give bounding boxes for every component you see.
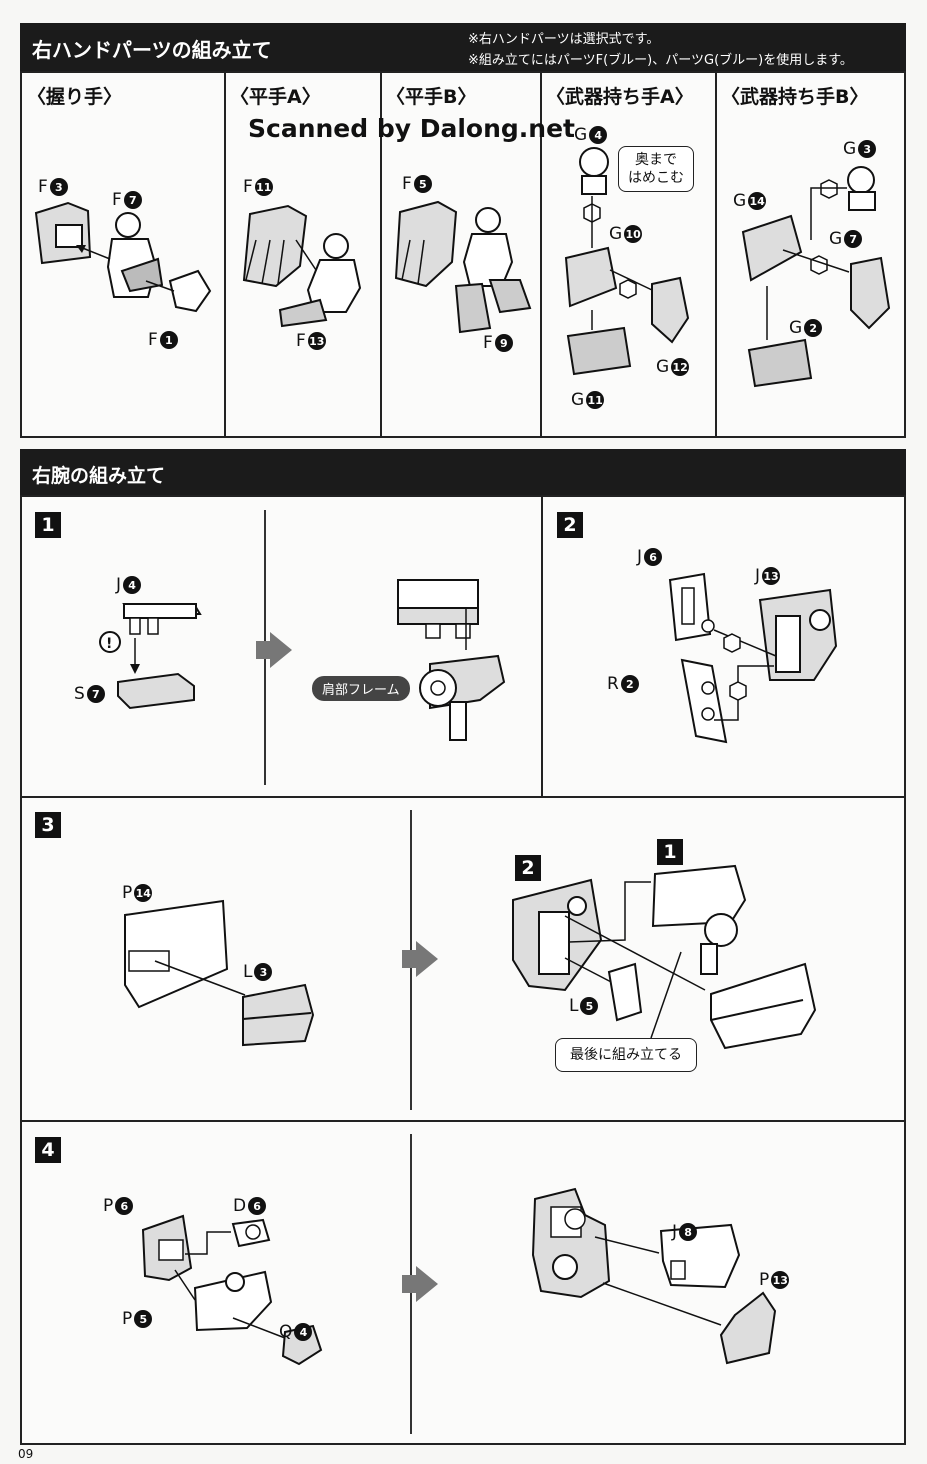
ref-step-1: 1 <box>657 839 683 865</box>
divider <box>380 71 382 438</box>
flow-arrow <box>416 941 438 977</box>
ref-step-2: 2 <box>515 855 541 881</box>
flow-arrow <box>270 632 292 668</box>
col-title-weapon-b: 〈武器持ち手B〉 <box>721 86 869 108</box>
shoulder-frame-illustration <box>397 579 506 741</box>
col-title-weapon-a: 〈武器持ち手A〉 <box>546 86 694 108</box>
flat-hand-a-illustration <box>242 204 362 328</box>
divider <box>224 71 226 438</box>
step3-right-illustration <box>512 864 817 1050</box>
divider <box>20 796 906 798</box>
step1-illustration: ! <box>99 603 202 710</box>
grip-hand-illustration <box>34 201 212 313</box>
step4-left-illustration <box>141 1214 323 1366</box>
page-number: 09 <box>18 1447 34 1461</box>
push-in-note: 奥まで はめこむ <box>618 146 694 192</box>
hand-parts-note-2: ※組み立てにはパーツF(ブルー)、パーツG(ブルー)を使用します。 <box>468 53 853 68</box>
flat-hand-b-illustration <box>394 200 532 334</box>
col-title-flat-b: 〈平手B〉 <box>386 86 477 108</box>
svg-text:!: ! <box>106 636 112 652</box>
assemble-last-note: 最後に組み立てる <box>555 1038 697 1072</box>
shoulder-frame-tag: 肩部フレーム <box>312 676 410 701</box>
col-title-flat-a: 〈平手A〉 <box>230 86 321 108</box>
weapon-hand-b-illustration <box>741 166 891 388</box>
flow-arrow <box>416 1266 438 1302</box>
flow-arrow <box>256 641 270 659</box>
step-number: 3 <box>35 812 61 838</box>
step4-right-illustration <box>531 1187 777 1365</box>
right-arm-header: 右腕の組み立て <box>20 449 906 495</box>
divider <box>715 71 717 438</box>
flow-arrow <box>402 1275 416 1293</box>
col-title-grip: 〈握り手〉 <box>27 86 123 108</box>
watermark: Scanned by Dalong.net <box>248 114 576 143</box>
hand-parts-note-1: ※右ハンドパーツは選択式です。 <box>468 32 660 47</box>
step3-left-illustration <box>124 899 315 1047</box>
flow-arrow <box>402 950 416 968</box>
hand-parts-title: 右ハンドパーツの組み立て <box>32 38 272 62</box>
step-number: 1 <box>35 512 61 538</box>
step-number: 2 <box>557 512 583 538</box>
divider <box>540 71 542 438</box>
divider <box>541 495 543 797</box>
step2-illustration <box>668 572 838 744</box>
right-arm-title: 右腕の組み立て <box>32 465 166 487</box>
weapon-hand-a-illustration <box>564 147 690 376</box>
hand-parts-header: 右ハンドパーツの組み立て ※右ハンドパーツは選択式です。 ※組み立てにはパーツF… <box>20 23 906 71</box>
divider <box>20 1120 906 1122</box>
step-number: 4 <box>35 1137 61 1163</box>
